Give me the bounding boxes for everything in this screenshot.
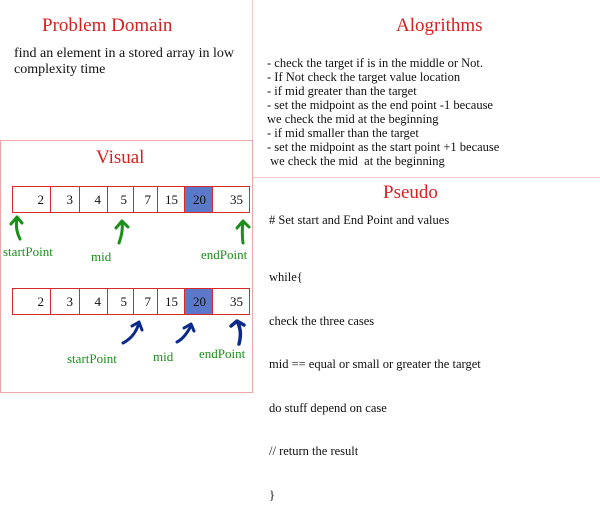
visual-title: Visual [96,147,145,168]
array-cell: 2 [13,187,51,212]
start-point-label: startPoint [67,351,117,366]
array-bottom: 2 3 4 5 7 15 20 35 [12,288,250,315]
mid-label: mid [91,249,112,264]
pseudo-code-line: do stuff depend on case [269,400,387,415]
pseudo-code-block: while{ check the three cases mid == equa… [269,241,481,531]
array-cell: 35 [230,293,243,309]
pseudo-panel: Pseudo # Set start and End Point and val… [252,178,600,502]
algorithm-step: - if mid greater than the target [267,84,417,98]
algorithm-step: we check the mid at the beginning [267,154,445,168]
end-pointer-arrow-icon [229,319,246,346]
algorithms-title: Alogrithms [396,15,483,36]
pseudo-title: Pseudo [383,182,438,203]
pseudo-code-line: // return the result [269,444,359,458]
pseudo-code-line: while{ [269,270,303,284]
algorithm-steps: - check the target if is in the middle o… [267,56,499,168]
end-point-label: endPoint [201,247,248,262]
array-cell: 35 [230,191,243,207]
array-cell: 3 [51,187,80,212]
end-point-label: endPoint [199,346,246,361]
start-pointer-arrow-icon [121,320,144,345]
array-cell: 15 [158,187,185,212]
problem-domain-text: find an element in a stored array in low… [14,46,238,77]
mid-pointer-arrow-icon [175,322,196,344]
algorithm-step: - check the target if is in the middle o… [267,56,484,70]
visual-panel: Visual 2 3 4 5 7 15 20 35 startPoint mid… [0,140,253,393]
algorithm-step: we check the mid at the beginning [267,112,439,126]
pseudo-code-line: } [269,487,275,502]
start-point-label: startPoint [3,244,53,259]
pseudo-code-line: check the three cases [269,313,375,328]
pseudo-code-line: mid == equal or small or greater the tar… [269,357,481,371]
array-cell: 4 [80,289,108,314]
algorithm-step: - set the midpoint as the start point +1… [267,140,500,154]
algorithms-panel: Alogrithms - check the target if is in t… [252,0,600,178]
algorithm-step: - if mid smaller than the target [267,126,419,140]
problem-domain-panel: Problem Domain find an element in a stor… [0,0,252,140]
array-cell: 5 [108,187,134,212]
mid-label: mid [153,349,174,364]
array-top: 2 3 4 5 7 15 20 35 [12,186,250,213]
array-cell: 15 [158,289,185,314]
array-cell: 2 [13,289,51,314]
array-cell: 3 [51,289,80,314]
array-cell: 5 [108,289,134,314]
algorithm-step: - If Not check the target value location [267,70,461,84]
pseudo-setup-line: # Set start and End Point and values [269,213,450,227]
array-cell-highlighted: 20 [185,289,213,314]
array-cell: 7 [134,187,158,212]
array-cell: 7 [134,289,158,314]
array-cell: 4 [80,187,108,212]
array-cell-highlighted: 20 [185,187,213,212]
problem-domain-title: Problem Domain [42,15,173,36]
algorithm-step: - set the midpoint as the end point -1 b… [267,98,493,112]
mid-pointer-arrow-icon [114,219,130,245]
end-pointer-arrow-icon [235,219,251,245]
start-pointer-arrow-icon [9,215,24,241]
